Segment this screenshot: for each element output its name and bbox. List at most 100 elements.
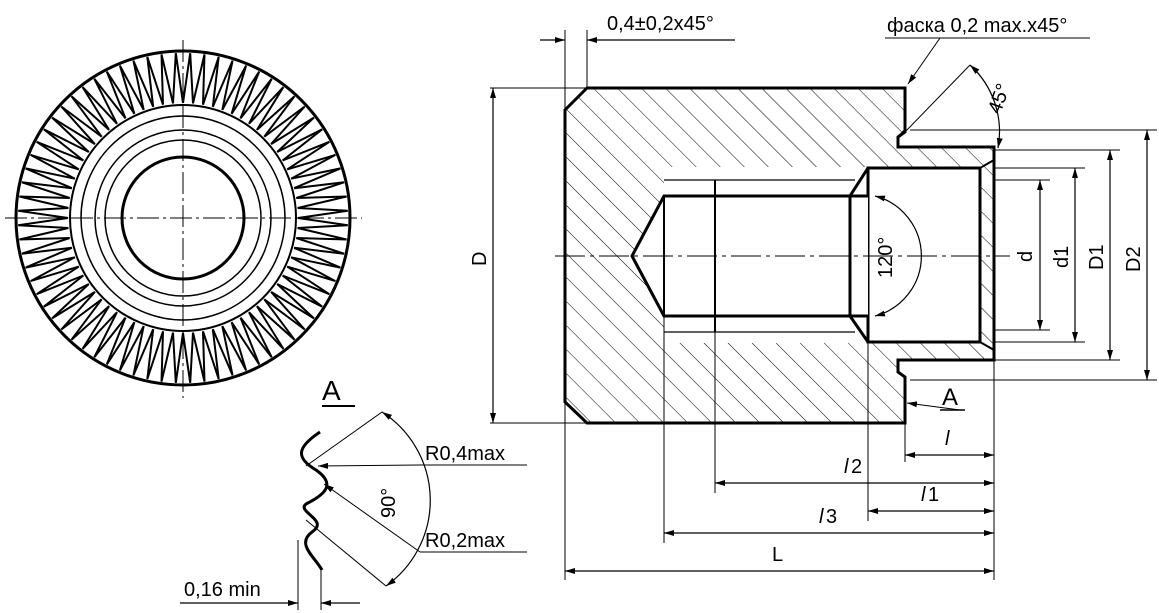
knurl-tooth [132, 60, 155, 111]
knurl-tooth [182, 332, 194, 383]
knurl-tooth [51, 283, 96, 320]
knurl-tooth [182, 53, 194, 104]
knurl-tooth [43, 274, 90, 308]
r-small-leader [323, 483, 421, 553]
counterbore [866, 166, 982, 344]
detail-A-title: A [322, 375, 341, 406]
knurl-tooth [270, 116, 315, 153]
knurl-tooth [19, 227, 70, 241]
angle-45-ext [904, 64, 971, 133]
knurl-tooth [263, 105, 306, 145]
knurl-tooth [70, 95, 110, 138]
knurl-tooth [30, 153, 80, 180]
dim-D1-label: D1 [1086, 244, 1108, 270]
knurl-tooth [36, 140, 84, 171]
knurl-tooth [172, 53, 184, 104]
r-large-leader [317, 462, 421, 469]
end-view [5, 40, 362, 398]
dim-l1-number: 1 [928, 484, 939, 506]
angle-120-arc [874, 195, 922, 317]
knurl-tooth [43, 128, 90, 162]
dim-l3-number: 3 [826, 506, 837, 528]
knurl-tooth [25, 167, 76, 190]
knurl-teeth [18, 53, 348, 383]
knurl-tooth [105, 71, 136, 119]
dim-d1-label: d1 [1051, 246, 1073, 268]
knurl-tooth [221, 321, 248, 371]
knurl-tooth [118, 321, 145, 371]
knurl-tooth [270, 283, 315, 320]
knurl-tooth [239, 78, 273, 125]
r-small-label: R0,2max [425, 530, 505, 552]
section-A-label: A [942, 384, 958, 411]
knurl-tooth [93, 311, 127, 358]
dim-L-label: L [772, 544, 783, 566]
knurl-tooth [18, 217, 69, 229]
knurl-tooth [297, 217, 348, 229]
knurl-tooth [81, 305, 118, 350]
angle-120-label: 120° [875, 237, 897, 278]
knurl-tooth [25, 246, 76, 269]
knurl-tooth [239, 311, 273, 358]
angle-90-arc [381, 411, 431, 587]
dim-D2-label: D2 [1123, 246, 1145, 272]
cone-120 [848, 167, 870, 343]
knurl-tooth [30, 256, 80, 283]
knurl-tooth [202, 56, 220, 108]
knurl-tooth [230, 71, 261, 119]
dim-l2-symbol: l [844, 456, 849, 478]
knurl-tooth [211, 60, 234, 111]
r-large-label: R0,4max [425, 443, 505, 465]
knurl-tooth [93, 78, 127, 125]
knurl-tooth [296, 195, 347, 209]
knurl-tooth [230, 317, 261, 365]
knurl-tooth [21, 181, 73, 199]
chamfer-front-label: 0,4±0,2x45° [607, 13, 714, 35]
angle-90-ray-1 [305, 411, 383, 467]
knurl-tooth [192, 54, 206, 105]
knurl-tooth [132, 325, 155, 376]
knurl-tooth [51, 116, 96, 153]
counterbore-chamfer-line [979, 159, 995, 169]
knurl-tooth [70, 298, 110, 341]
angle-45-label: 45° [984, 81, 1015, 117]
chamfer-note-leader [907, 37, 941, 85]
knurl-tooth [60, 291, 103, 331]
angle-45-arc [969, 64, 1003, 149]
tooth-profile [300, 430, 329, 571]
knurl-tooth [19, 195, 70, 209]
knurl-tooth [290, 246, 341, 269]
knurl-tooth [297, 207, 348, 219]
section-view: 120° D 0,4±0,2x45° фаска 0,2 max.x45° 45… [469, 13, 1157, 580]
knurl-tooth [202, 328, 220, 380]
knurl-tooth [81, 86, 118, 131]
knurl-tooth [276, 274, 323, 308]
knurl-tooth [160, 54, 174, 105]
section-A-leader [906, 401, 961, 411]
knurl-tooth [293, 237, 345, 255]
dim-l1-symbol: l [921, 484, 926, 506]
knurl-tooth [18, 207, 69, 219]
knurl-tooth [296, 227, 347, 241]
knurl-tooth [282, 140, 330, 171]
knurl-tooth [248, 86, 285, 131]
knurl-tooth [192, 331, 206, 382]
knurl-tooth [256, 298, 296, 341]
dim-l-label: l [945, 428, 950, 450]
knurl-tooth [263, 291, 306, 331]
knurl-tooth [221, 65, 248, 115]
knurl-tooth [60, 105, 103, 145]
knurl-tooth [290, 167, 341, 190]
dim-l2-number: 2 [851, 456, 862, 478]
knurl-tooth [21, 237, 73, 255]
knurl-tooth [276, 128, 323, 162]
min-016-label: 0,16 min [184, 579, 261, 601]
knurl-tooth [256, 95, 296, 138]
angle-90-label: 90° [378, 488, 400, 518]
knurl-tooth [118, 65, 145, 115]
knurl-tooth [160, 331, 174, 382]
knurl-tooth [211, 325, 234, 376]
dim-d-label: d [1015, 251, 1037, 262]
knurl-tooth [146, 328, 164, 380]
